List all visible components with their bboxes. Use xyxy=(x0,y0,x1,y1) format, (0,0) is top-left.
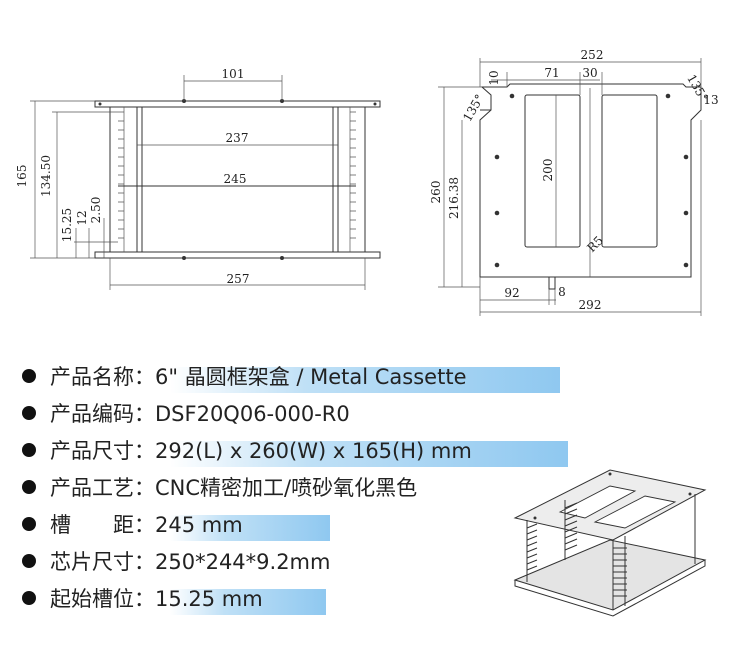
spec-row-chip: 芯片尺寸：250*244*9.2mm xyxy=(22,542,472,579)
dim-15-25: 15.25 xyxy=(60,208,74,242)
dim-292: 292 xyxy=(579,298,602,312)
spec-row-name: 产品名称：6" 晶圆框架盒 / Metal Cassette xyxy=(22,357,560,394)
spec-product-size: 产品尺寸：292(L) x 260(W) x 165(H) mm xyxy=(50,438,472,463)
dim-260: 260 xyxy=(429,181,443,204)
dim-252: 252 xyxy=(581,48,604,62)
dim-216-38: 216.38 xyxy=(447,177,461,219)
dim-135-left: 135° xyxy=(460,92,487,124)
front-view: 101 237 245 257 165 134.50 15.25 12 2.50 xyxy=(15,67,381,290)
dim-10: 10 xyxy=(487,70,501,85)
bullet-icon xyxy=(22,479,36,494)
dim-12: 12 xyxy=(75,210,89,225)
bullet-icon xyxy=(22,553,36,568)
dim-101: 101 xyxy=(222,67,245,81)
dim-257: 257 xyxy=(227,272,250,286)
technical-drawing: 101 237 245 257 165 134.50 15.25 12 2.50 xyxy=(15,48,719,316)
spec-chip-size: 芯片尺寸：250*244*9.2mm xyxy=(50,549,331,574)
spec-product-name: 产品名称：6" 晶圆框架盒 / Metal Cassette xyxy=(50,364,467,389)
spec-row-code: 产品编码：DSF20Q06-000-R0 xyxy=(22,394,472,431)
dim-71: 71 xyxy=(544,66,559,80)
spec-row-process: 产品工艺：CNC精密加工/喷砂氧化黑色 xyxy=(22,468,472,505)
spec-product-process: 产品工艺：CNC精密加工/喷砂氧化黑色 xyxy=(50,475,418,500)
bullet-icon xyxy=(22,442,36,457)
spec-row-pitch: 槽 距：245 mm xyxy=(22,505,472,542)
bullet-icon xyxy=(22,516,36,531)
dim-200: 200 xyxy=(541,159,555,182)
top-view: 252 10 71 30 135° 135° 13 200 260 216.38… xyxy=(429,48,719,316)
dim-r5: R5 xyxy=(584,233,606,255)
dim-8: 8 xyxy=(558,285,566,299)
spec-row-size: 产品尺寸：292(L) x 260(W) x 165(H) mm xyxy=(22,431,568,468)
dim-2-50: 2.50 xyxy=(89,197,103,224)
cassette-isometric-image xyxy=(513,469,707,617)
dim-92: 92 xyxy=(504,286,519,300)
dim-245: 245 xyxy=(224,172,247,186)
spec-start-slot: 起始槽位：15.25 mm xyxy=(50,586,263,611)
dim-134-50: 134.50 xyxy=(39,155,53,197)
bullet-icon xyxy=(22,405,36,420)
spec-list: 产品名称：6" 晶圆框架盒 / Metal Cassette 产品编码：DSF2… xyxy=(22,357,568,616)
spec-slot-pitch: 槽 距：245 mm xyxy=(50,512,243,537)
dim-237: 237 xyxy=(226,131,249,145)
bullet-icon xyxy=(22,368,36,383)
bullet-icon xyxy=(22,590,36,605)
dim-165: 165 xyxy=(15,165,29,188)
spec-product-code: 产品编码：DSF20Q06-000-R0 xyxy=(50,401,350,426)
dim-30: 30 xyxy=(582,66,597,80)
dim-13: 13 xyxy=(703,93,718,107)
spec-row-start: 起始槽位：15.25 mm xyxy=(22,579,472,616)
